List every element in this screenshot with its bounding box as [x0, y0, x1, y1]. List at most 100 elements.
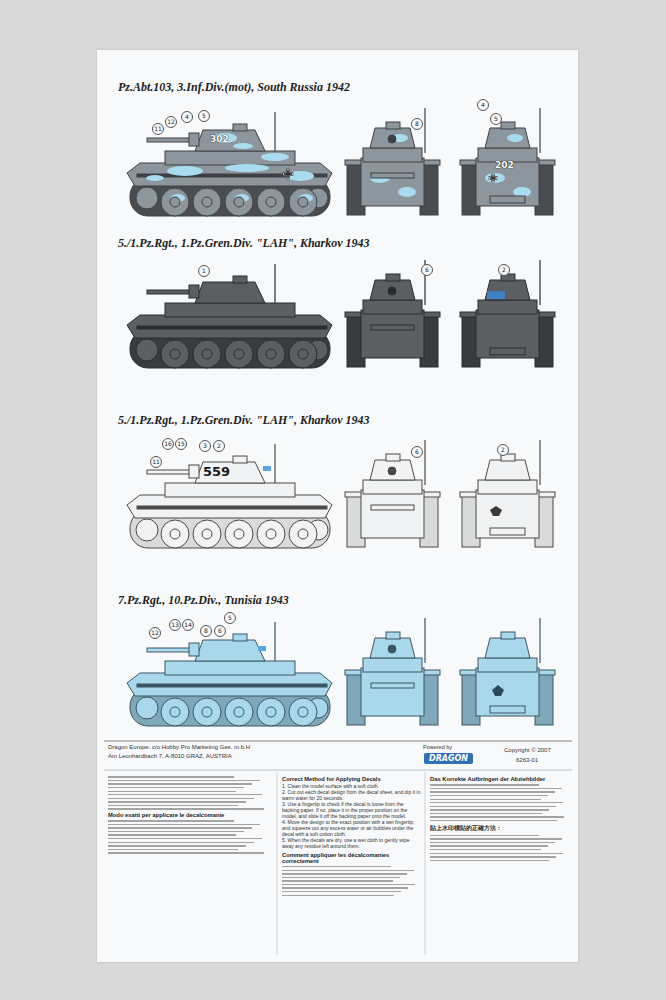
- instruction-heading: Comment appliquer les décalcomanies corr…: [282, 852, 422, 864]
- decal-mark: [258, 646, 266, 651]
- cupola: [233, 634, 247, 641]
- text-line-placeholder: [430, 813, 542, 814]
- text-line-placeholder: [282, 873, 407, 874]
- gun-barrel: [147, 470, 193, 474]
- callout-number: 2: [498, 264, 510, 276]
- decal-mark: [492, 685, 504, 696]
- gun-barrel: [147, 138, 193, 142]
- camo-patch: [507, 134, 523, 142]
- road-wheel: [257, 340, 285, 368]
- turret-number: 559: [203, 464, 230, 479]
- text-line-placeholder: [282, 866, 391, 867]
- hull: [476, 490, 539, 538]
- scheme-title: Pz.Abt.103, 3.Inf.Div.(mot), South Russi…: [118, 80, 350, 95]
- road-wheel: [193, 698, 221, 726]
- callout-number: 4: [181, 111, 193, 123]
- powered-by: Powered by: [423, 744, 452, 750]
- mantlet: [189, 133, 199, 146]
- road-wheel: [225, 340, 253, 368]
- superstructure: [165, 151, 295, 165]
- scheme-title: 5./1.Pz.Rgt., 1.Pz.Gren.Div. "LAH", Khar…: [118, 413, 370, 428]
- text-line-placeholder: [108, 838, 262, 839]
- antenna: [539, 108, 540, 153]
- road-wheel: [193, 520, 221, 548]
- text-line-placeholder: [282, 870, 414, 871]
- wheel-hub: [234, 349, 244, 359]
- wheel-hub: [170, 529, 180, 539]
- text-line-placeholder: [108, 776, 234, 777]
- text-line-placeholder: [430, 835, 539, 836]
- glacis-plate: [371, 173, 414, 178]
- antenna: [539, 440, 540, 485]
- exhaust: [490, 196, 525, 203]
- turret-number: 302: [210, 134, 229, 144]
- cupola: [233, 124, 247, 131]
- callout-number: 1: [198, 265, 210, 277]
- text-line-placeholder: [108, 805, 238, 806]
- turret: [195, 462, 265, 483]
- text-line-placeholder: [108, 780, 260, 781]
- text-line-placeholder: [430, 845, 548, 846]
- decal-mark: [487, 291, 505, 299]
- text-line-placeholder: [108, 794, 262, 795]
- road-wheel: [161, 340, 189, 368]
- antenna: [424, 440, 425, 485]
- text-line-placeholder: [282, 884, 415, 885]
- text-line-placeholder: [430, 853, 563, 854]
- gun-muzzle: [388, 135, 396, 143]
- wheel-hub: [234, 197, 244, 207]
- decal-mark: [263, 466, 271, 471]
- text-line-placeholder: [108, 783, 252, 784]
- gun-muzzle: [388, 287, 396, 295]
- wheel-hub: [202, 349, 212, 359]
- distributor-address: Am Leonhardbach 7, A-8010 GRAZ, AUSTRIA: [108, 753, 232, 759]
- turret: [195, 640, 265, 661]
- superstructure: [165, 483, 295, 497]
- column-rule: [277, 772, 278, 955]
- road-wheel: [289, 188, 317, 216]
- road-wheel: [161, 188, 189, 216]
- text-line-placeholder: [430, 838, 562, 839]
- drive-sprocket: [136, 339, 158, 361]
- hull: [361, 310, 424, 358]
- callout-number: 13: [169, 619, 181, 631]
- balkenkreuz: [287, 170, 289, 178]
- superstructure: [478, 658, 537, 672]
- callout-number: 5: [490, 113, 502, 125]
- text-line-placeholder: [430, 806, 556, 807]
- turret: [485, 280, 530, 300]
- callout-number: 6: [214, 625, 226, 637]
- mantlet: [189, 285, 199, 298]
- kit-number: 6263-01: [516, 757, 538, 763]
- text-line-placeholder: [430, 860, 549, 861]
- road-wheel: [161, 520, 189, 548]
- road-wheel: [225, 188, 253, 216]
- turret: [370, 280, 415, 300]
- superstructure: [363, 300, 422, 314]
- gun-barrel: [147, 648, 193, 652]
- callout-number: 12: [149, 627, 161, 639]
- antenna: [274, 622, 275, 661]
- text-line-placeholder: [108, 842, 254, 843]
- turret: [485, 638, 530, 658]
- text-line-placeholder: [108, 808, 264, 809]
- drive-sprocket: [136, 697, 158, 719]
- balkenkreuz: [492, 175, 493, 181]
- antenna: [424, 618, 425, 663]
- wheel-hub: [170, 197, 180, 207]
- wheel-hub: [170, 349, 180, 359]
- hull: [476, 158, 539, 206]
- text-line-placeholder: [108, 834, 236, 835]
- instruction-heading: Das Korrekte Aufbringen der Abziehbilder: [430, 776, 570, 782]
- road-wheel: [257, 698, 285, 726]
- antenna: [539, 618, 540, 663]
- text-line-placeholder: [108, 831, 244, 832]
- road-wheel: [289, 698, 317, 726]
- instruction-step: 3. Use a fingertip to check if the decal…: [282, 802, 422, 819]
- text-line-placeholder: [430, 795, 548, 796]
- callout-number: 11: [150, 456, 162, 468]
- text-line-placeholder: [108, 798, 254, 799]
- fender: [137, 506, 327, 509]
- cupola: [233, 276, 247, 283]
- text-line-placeholder: [430, 791, 555, 792]
